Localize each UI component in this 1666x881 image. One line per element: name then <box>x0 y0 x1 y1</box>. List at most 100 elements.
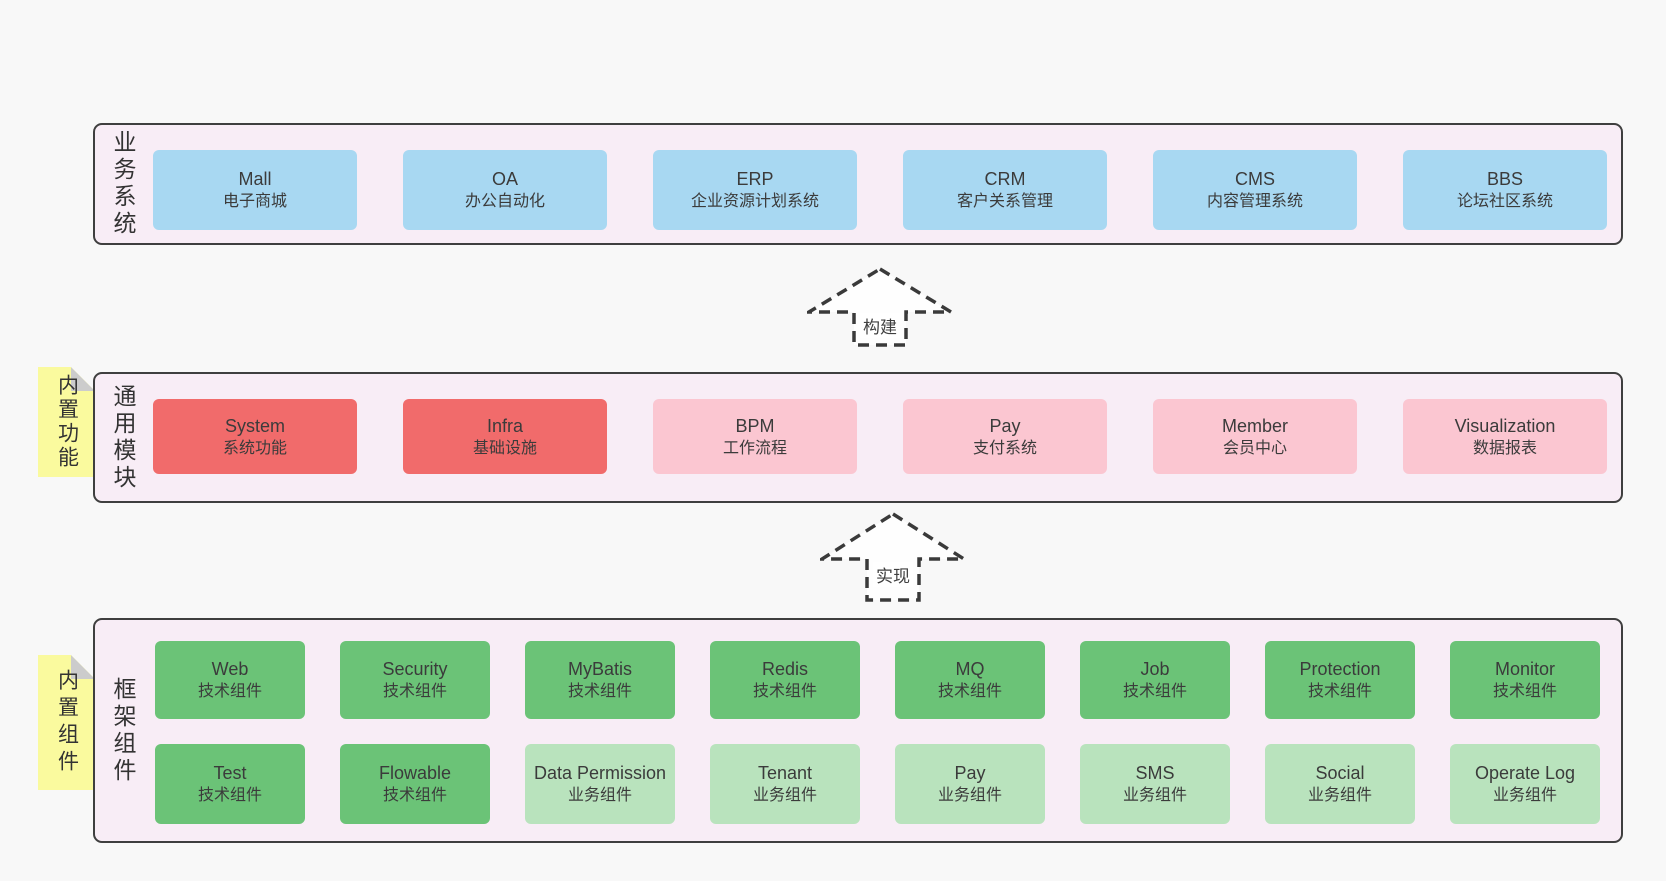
box-title: Monitor <box>1494 659 1556 679</box>
box-subtitle: 技术组件 <box>567 683 632 700</box>
box-subtitle: 业务组件 <box>1307 787 1372 804</box>
box-subtitle: 支付系统 <box>972 439 1037 457</box>
box-subtitle: 论坛社区系统 <box>1456 193 1553 210</box>
box-title: Protection <box>1299 659 1381 679</box>
box-title: ERP <box>736 169 774 189</box>
box-job: Job 技术组件 <box>1080 641 1230 719</box>
box-subtitle: 客户关系管理 <box>956 193 1053 210</box>
sticky-note-builtin-features: 内置功能 <box>38 367 95 477</box>
box-title: Visualization <box>1454 415 1556 436</box>
box-title: MQ <box>955 659 985 679</box>
box-title: Operate Log <box>1474 763 1576 783</box>
box-title: Social <box>1315 763 1365 783</box>
box-title: Redis <box>761 659 809 679</box>
box-title: Mall <box>238 169 272 189</box>
box-title: Web <box>211 659 249 679</box>
arrow-label: 构建 <box>860 313 900 338</box>
box-title: Tenant <box>757 763 813 783</box>
box-mybatis: MyBatis 技术组件 <box>525 641 675 719</box>
box-title: CRM <box>984 169 1026 189</box>
layer-common-modules: 通用模块 System 系统功能 Infra 基础设施 BPM 工作流程 Pay… <box>93 372 1623 503</box>
box-flowable: Flowable 技术组件 <box>340 744 490 824</box>
box-title: Job <box>1140 659 1170 679</box>
layer-label-components: 框架组件 <box>110 676 136 785</box>
business-row: Mall 电子商城 OA 办公自动化 ERP 企业资源计划系统 CRM 客户关系… <box>153 150 1621 230</box>
box-web: Web 技术组件 <box>155 641 305 719</box>
box-bpm: BPM 工作流程 <box>653 399 857 474</box>
arrow-label: 实现 <box>873 562 913 587</box>
box-subtitle: 技术组件 <box>1307 683 1372 700</box>
box-title: BPM <box>735 415 775 436</box>
sticky-label: 内置组件 <box>55 668 79 777</box>
box-subtitle: 技术组件 <box>197 787 262 804</box>
box-title: Flowable <box>378 763 452 783</box>
box-subtitle: 业务组件 <box>752 787 817 804</box>
arrow-build: 构建 <box>807 267 953 347</box>
arrow-implement: 实现 <box>820 512 966 602</box>
box-subtitle: 技术组件 <box>382 683 447 700</box>
box-crm: CRM 客户关系管理 <box>903 150 1107 230</box>
layer-label-business: 业务系统 <box>110 130 136 238</box>
up-arrow-icon <box>820 512 966 602</box>
box-subtitle: 技术组件 <box>382 787 447 804</box>
box-title: Pay <box>954 763 986 783</box>
box-operate-log: Operate Log 业务组件 <box>1450 744 1600 824</box>
box-social: Social 业务组件 <box>1265 744 1415 824</box>
box-pay-component: Pay 业务组件 <box>895 744 1045 824</box>
box-subtitle: 技术组件 <box>937 683 1002 700</box>
up-arrow-icon <box>807 267 953 347</box>
layer-label-modules: 通用模块 <box>110 383 136 492</box>
layer-business-systems: 业务系统 Mall 电子商城 OA 办公自动化 ERP 企业资源计划系统 CRM… <box>93 123 1623 245</box>
box-mall: Mall 电子商城 <box>153 150 357 230</box>
box-security: Security 技术组件 <box>340 641 490 719</box>
box-title: MyBatis <box>567 659 632 679</box>
box-erp: ERP 企业资源计划系统 <box>653 150 857 230</box>
box-subtitle: 内容管理系统 <box>1206 193 1303 210</box>
box-tenant: Tenant 业务组件 <box>710 744 860 824</box>
box-subtitle: 技术组件 <box>1122 683 1187 700</box>
box-subtitle: 办公自动化 <box>464 193 545 210</box>
box-member: Member 会员中心 <box>1153 399 1357 474</box>
box-title: BBS <box>1486 169 1524 189</box>
box-data-permission: Data Permission 业务组件 <box>525 744 675 824</box>
box-title: Security <box>382 659 448 679</box>
box-bbs: BBS 论坛社区系统 <box>1403 150 1607 230</box>
box-title: SMS <box>1135 763 1175 783</box>
box-pay-system: Pay 支付系统 <box>903 399 1107 474</box>
box-protection: Protection 技术组件 <box>1265 641 1415 719</box>
box-subtitle: 技术组件 <box>1492 683 1557 700</box>
box-subtitle: 技术组件 <box>752 683 817 700</box>
box-subtitle: 数据报表 <box>1472 439 1537 457</box>
box-subtitle: 电子商城 <box>222 193 287 210</box>
box-title: Data Permission <box>533 763 667 783</box>
box-subtitle: 会员中心 <box>1222 439 1287 457</box>
box-system: System 系统功能 <box>153 399 357 474</box>
box-sms: SMS 业务组件 <box>1080 744 1230 824</box>
box-title: Pay <box>989 415 1021 436</box>
box-subtitle: 基础设施 <box>472 439 537 457</box>
sticky-note-builtin-components: 内置组件 <box>38 655 95 790</box>
box-subtitle: 业务组件 <box>567 787 632 804</box>
box-subtitle: 业务组件 <box>937 787 1002 804</box>
box-oa: OA 办公自动化 <box>403 150 607 230</box>
box-subtitle: 企业资源计划系统 <box>690 193 819 210</box>
box-redis: Redis 技术组件 <box>710 641 860 719</box>
box-mq: MQ 技术组件 <box>895 641 1045 719</box>
box-cms: CMS 内容管理系统 <box>1153 150 1357 230</box>
components-row-1: Web 技术组件 Security 技术组件 MyBatis 技术组件 Redi… <box>155 641 1621 719</box>
sticky-label: 内置功能 <box>55 374 79 470</box>
box-test: Test 技术组件 <box>155 744 305 824</box>
box-subtitle: 业务组件 <box>1492 787 1557 804</box>
box-subtitle: 技术组件 <box>197 683 262 700</box>
box-title: Member <box>1221 415 1288 436</box>
box-monitor: Monitor 技术组件 <box>1450 641 1600 719</box>
box-title: CMS <box>1235 169 1275 189</box>
box-title: Infra <box>486 415 524 436</box>
box-subtitle: 业务组件 <box>1122 787 1187 804</box>
modules-row: System 系统功能 Infra 基础设施 BPM 工作流程 Pay 支付系统… <box>153 399 1621 474</box>
box-title: Test <box>213 763 247 783</box>
components-row-2: Test 技术组件 Flowable 技术组件 Data Permission … <box>155 744 1621 824</box>
box-title: System <box>224 415 285 436</box>
box-subtitle: 系统功能 <box>222 439 287 457</box>
